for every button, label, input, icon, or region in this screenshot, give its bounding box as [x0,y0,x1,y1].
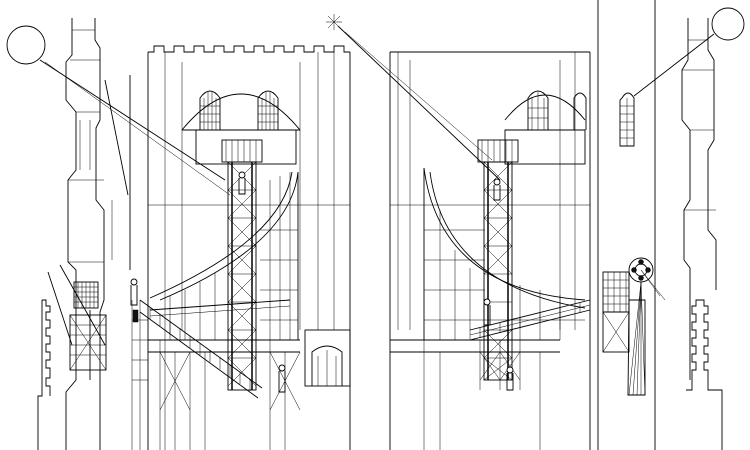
window-ledge [195,129,297,165]
great-arch [181,93,301,131]
light-ray [337,25,501,181]
tracery-window-left [199,90,221,131]
sun-circle-left [6,25,46,65]
curved-shell-left [149,171,299,340]
center-left-elevation [131,45,351,450]
rose-window [628,257,666,301]
sun-ray-left [39,59,226,181]
diagonal-ramp [469,298,591,341]
right-scaffold [602,271,646,396]
window-ledge-2 [504,129,586,165]
right-buttress-teeth [700,299,723,450]
sun-circle-right [711,7,745,41]
brick-chimney [619,92,635,147]
right-buttress-teeth-2 [686,299,700,391]
diagonal-stair [139,299,291,399]
right-elevation [597,0,745,450]
right-pier-outline-left [681,18,691,380]
sun-ray-right [633,33,715,97]
light-burst-icon [326,14,342,30]
tracery-window-right [257,90,279,131]
pier-outline-left [65,18,77,450]
small-door [304,329,351,387]
center-right-elevation [326,14,591,450]
right-pier-bands [682,39,716,211]
base-frame-right [390,339,560,450]
buttress-outline [37,300,43,450]
arch-fragment [504,94,586,121]
sun-ray-left-2 [44,61,231,196]
side-scaffold-left [131,300,148,450]
pier-recess [79,120,91,170]
tracery-window-2 [527,90,587,131]
buttress-teeth [42,299,51,396]
wall-panelling [164,52,335,450]
left-elevation [6,18,231,450]
light-ray-2 [344,31,493,161]
pier-outline-right [94,18,105,450]
right-pier-outline-right [707,18,717,290]
wall-diagonal [104,79,129,196]
sweeping-sail [423,167,586,340]
wall2-panelling [397,52,576,330]
pier-bands [68,29,104,263]
base-frame-left [148,339,301,450]
left-scaffold [47,264,138,380]
battlement-top [148,45,350,53]
